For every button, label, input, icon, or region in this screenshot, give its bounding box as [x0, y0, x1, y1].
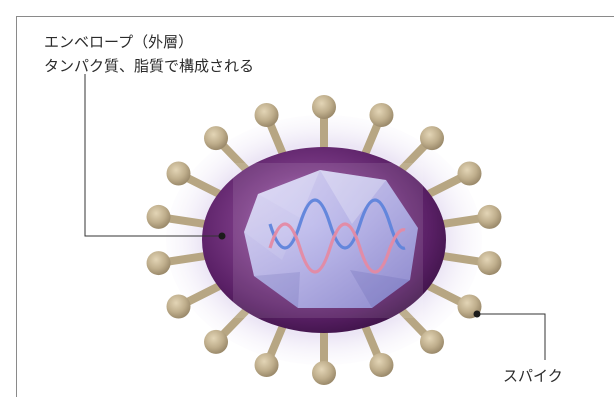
spike-knob — [255, 353, 279, 377]
spike-leader-line — [477, 314, 545, 360]
spike-knob — [312, 95, 336, 119]
envelope-leader-dot — [219, 233, 226, 240]
spike-knob — [457, 162, 481, 186]
spike-knob — [420, 126, 444, 150]
spike-knob — [312, 361, 336, 385]
spike-knob — [147, 205, 171, 229]
spike-knob — [204, 330, 228, 354]
envelope-label-line2: タンパク質、脂質で構成される — [44, 56, 254, 76]
spike-knob — [477, 205, 501, 229]
spike-leader-dot — [474, 311, 481, 318]
spike-knob — [204, 126, 228, 150]
spike-knob — [369, 103, 393, 127]
spike-knob — [167, 162, 191, 186]
spike-knob — [420, 330, 444, 354]
spike-knob — [477, 251, 501, 275]
capsid — [244, 170, 418, 308]
spike-knob — [167, 295, 191, 319]
spike-label: スパイク — [503, 366, 563, 386]
envelope-label-line1: エンベロープ（外層） — [44, 32, 193, 52]
spike-knob — [147, 251, 171, 275]
spike-knob — [255, 103, 279, 127]
spike-knob — [369, 353, 393, 377]
